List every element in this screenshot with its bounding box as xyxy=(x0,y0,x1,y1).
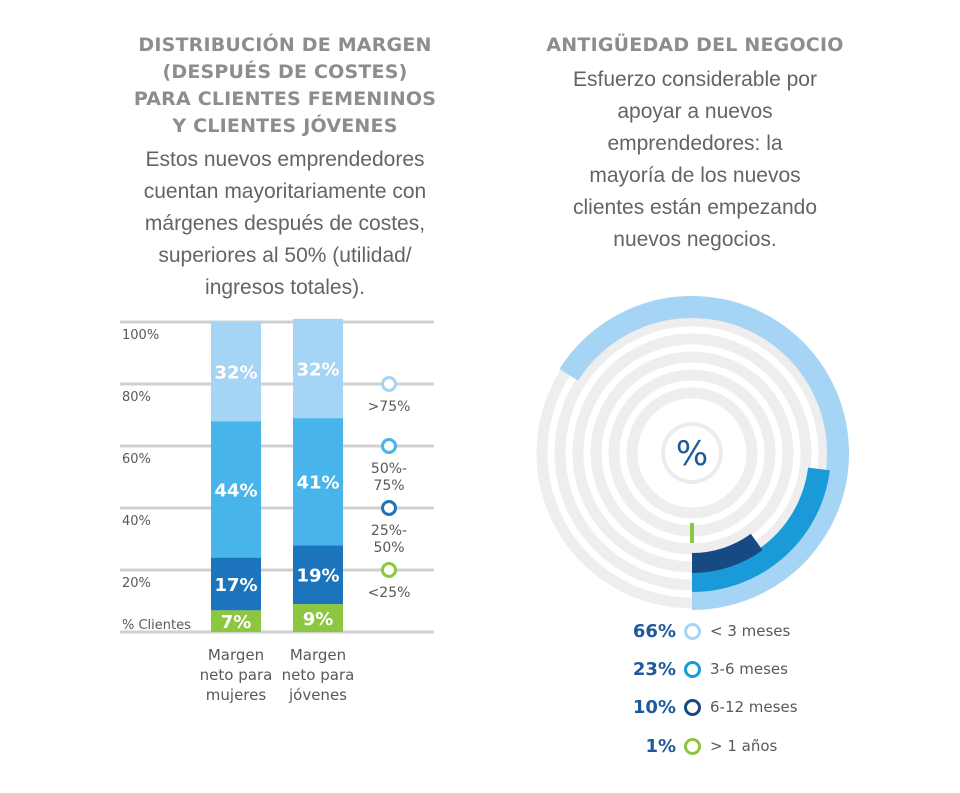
y-tick-label: 100% xyxy=(122,328,159,343)
x-category-label: Margen xyxy=(208,646,264,664)
y-tick-label: % Clientes xyxy=(122,618,191,633)
bar-segment xyxy=(293,604,343,632)
bar-segment xyxy=(211,421,261,558)
legend-marker-icon xyxy=(684,737,701,755)
left-chart-title: DISTRIBUCIÓN DE MARGEN (DESPUÉS DE COSTE… xyxy=(120,32,450,140)
ring-track xyxy=(590,351,794,555)
percent-icon: % xyxy=(676,434,708,474)
center-disc xyxy=(665,426,719,480)
legend-label: 3-6 meses xyxy=(710,660,788,678)
legend-value: 23% xyxy=(632,658,676,680)
bar-data-label: 41% xyxy=(296,473,339,494)
bar-segment xyxy=(211,322,261,422)
bar-segment xyxy=(211,610,261,632)
right-subtitle-line: nuevos negocios. xyxy=(613,228,777,251)
y-tick-label: 20% xyxy=(122,576,151,591)
bar-segment xyxy=(211,557,261,611)
ring-legend-item: 23% 3-6 meses xyxy=(600,657,860,681)
bar-data-label: 32% xyxy=(214,363,257,384)
legend-marker-icon xyxy=(381,438,397,454)
y-tick-label: 60% xyxy=(122,452,151,467)
right-subtitle-line: Esfuerzo considerable por xyxy=(573,68,817,91)
y-tick-label: 40% xyxy=(122,514,151,529)
bar-data-label: 7% xyxy=(221,612,252,633)
legend-label: <25% xyxy=(368,585,411,601)
left-title-line: Y CLIENTES JÓVENES xyxy=(172,115,398,137)
left-subtitle-line: ingresos totales). xyxy=(205,276,365,299)
right-chart-title: ANTIGÜEDAD DEL NEGOCIO xyxy=(546,34,844,56)
legend-marker-icon xyxy=(381,500,397,516)
bar-data-label: 9% xyxy=(303,609,334,630)
legend-label: 75% xyxy=(373,478,404,494)
ring-legend-item: 1% > 1 años xyxy=(600,734,860,758)
right-subtitle-line: clientes están empezando xyxy=(573,196,817,219)
y-tick-label: 80% xyxy=(122,390,151,405)
legend-label: 50% xyxy=(373,540,404,556)
legend-label: 6-12 meses xyxy=(710,698,798,716)
left-subtitle-line: cuentan mayoritariamente con xyxy=(143,180,427,203)
left-title-line: PARA CLIENTES FEMENINOS xyxy=(133,88,437,110)
right-subtitle-line: emprendedores: la xyxy=(607,132,783,155)
bar-segment xyxy=(293,545,343,605)
legend-value: 1% xyxy=(645,735,676,757)
left-chart-subtitle: Estos nuevos emprendedores cuentan mayor… xyxy=(112,144,458,304)
x-category-label: neto para xyxy=(200,666,273,684)
legend-marker-icon xyxy=(684,660,701,678)
left-subtitle-line: márgenes después de costes, xyxy=(144,212,426,235)
legend-label: > 1 años xyxy=(710,737,778,755)
x-category-label: mujeres xyxy=(206,686,267,704)
left-subtitle-line: superiores al 50% (utilidad/ xyxy=(158,244,412,267)
legend-label: 25%- xyxy=(371,523,407,539)
legend-label: < 3 meses xyxy=(710,622,791,640)
ring-arc xyxy=(691,467,830,592)
ring-arc xyxy=(559,296,849,610)
legend-marker-icon xyxy=(381,562,397,578)
bar-segment xyxy=(293,418,343,546)
stacked-bar-chart: 100% 80% 60% 40% 20% % Clientes 7% 17% 44% 32% Mar… xyxy=(120,318,434,704)
ring-legend-item: 66% < 3 meses xyxy=(600,619,860,643)
right-subtitle-line: apoyar a nuevos xyxy=(617,100,773,123)
ring-track xyxy=(626,387,758,519)
legend-label: >75% xyxy=(368,399,411,415)
right-subtitle-line: mayoría de los nuevos xyxy=(589,164,801,187)
legend-value: 66% xyxy=(632,620,676,642)
legend-value: 10% xyxy=(632,696,676,718)
ring-arc xyxy=(691,533,763,573)
bar-segment xyxy=(293,318,343,419)
left-subtitle-line: Estos nuevos emprendedores xyxy=(145,148,425,171)
bar-data-label: 32% xyxy=(296,360,339,381)
legend-label: 50%- xyxy=(371,461,407,477)
bar-data-label: 17% xyxy=(214,575,257,596)
x-category-label: neto para xyxy=(282,666,355,684)
legend-marker-icon xyxy=(684,698,701,716)
left-title-line: (DESPUÉS DE COSTES) xyxy=(162,61,408,83)
bar-data-label: 44% xyxy=(214,480,257,501)
left-title-line: DISTRIBUCIÓN DE MARGEN xyxy=(138,34,432,56)
bar-data-label: 19% xyxy=(296,566,339,587)
x-category-label: jóvenes xyxy=(288,686,347,704)
legend-marker-icon xyxy=(684,622,701,640)
legend-marker-icon xyxy=(381,376,397,392)
right-chart-subtitle: Esfuerzo considerable por apoyar a nuevo… xyxy=(540,64,850,256)
x-category-label: Margen xyxy=(290,646,346,664)
ring-legend-item: 10% 6-12 meses xyxy=(600,695,860,719)
